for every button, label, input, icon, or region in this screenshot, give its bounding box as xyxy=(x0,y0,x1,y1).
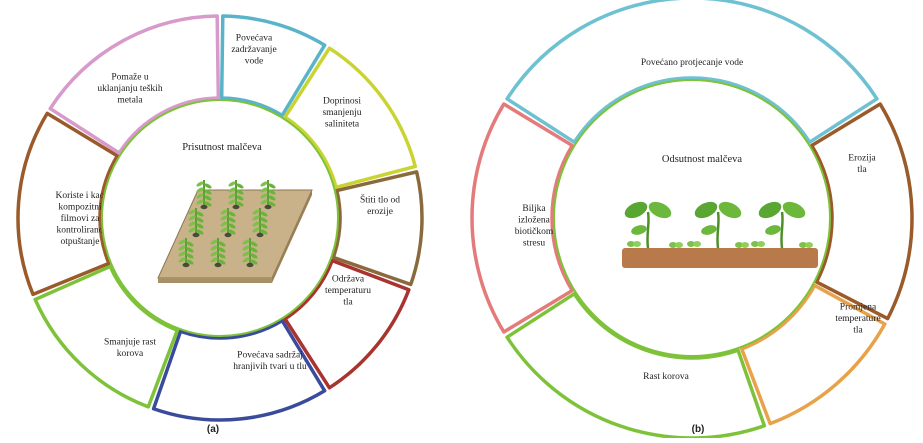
weed xyxy=(627,241,641,247)
panel-a-segment-6 xyxy=(33,264,180,409)
panel-a-segment-3 xyxy=(331,170,424,287)
weed xyxy=(751,241,765,247)
seedling xyxy=(220,208,236,238)
seedling xyxy=(260,180,276,210)
panel-b-label: (b) xyxy=(692,424,705,435)
panel-a-center-title: Prisutnost malčeva xyxy=(182,142,262,153)
plant xyxy=(624,201,672,249)
bare-soil-illustration xyxy=(622,201,818,268)
soil-strip xyxy=(622,248,818,268)
panel-a-segment-5 xyxy=(151,318,327,422)
panel-b-segment-5 xyxy=(470,102,574,334)
weed xyxy=(799,242,813,248)
seedling xyxy=(178,238,194,268)
panel-b-center-circle xyxy=(553,79,831,357)
panel-b-segment-1 xyxy=(505,0,879,144)
mulch-plot-illustration xyxy=(157,180,313,283)
plant xyxy=(758,201,806,249)
panel-b-segment-label-1: Povećano protjecanje vode xyxy=(641,58,743,68)
weed xyxy=(735,242,749,248)
panel-a-segment-7 xyxy=(16,111,120,297)
weed xyxy=(687,241,701,247)
plant xyxy=(694,201,742,249)
panel-a-segment-8 xyxy=(48,14,221,155)
seedlings xyxy=(178,180,276,268)
panel-a-label: (a) xyxy=(207,424,219,435)
panel-b-segment-3 xyxy=(739,283,887,426)
plants xyxy=(624,201,813,249)
seedling xyxy=(228,180,244,210)
weed xyxy=(669,242,683,248)
panel-a-segment-4 xyxy=(283,258,411,390)
seedling xyxy=(242,238,258,268)
seedling xyxy=(252,208,268,238)
seedling xyxy=(188,208,204,238)
panel-b-segment-label-4: Rast korova xyxy=(643,372,689,382)
panel-b-center-title: Odsutnost malčeva xyxy=(662,154,743,165)
seedling xyxy=(196,180,212,210)
panel-a-segment-1 xyxy=(219,14,327,118)
seedling xyxy=(210,238,226,268)
panel-b-segment-2 xyxy=(810,102,914,321)
panel-a-segment-2 xyxy=(283,46,418,190)
